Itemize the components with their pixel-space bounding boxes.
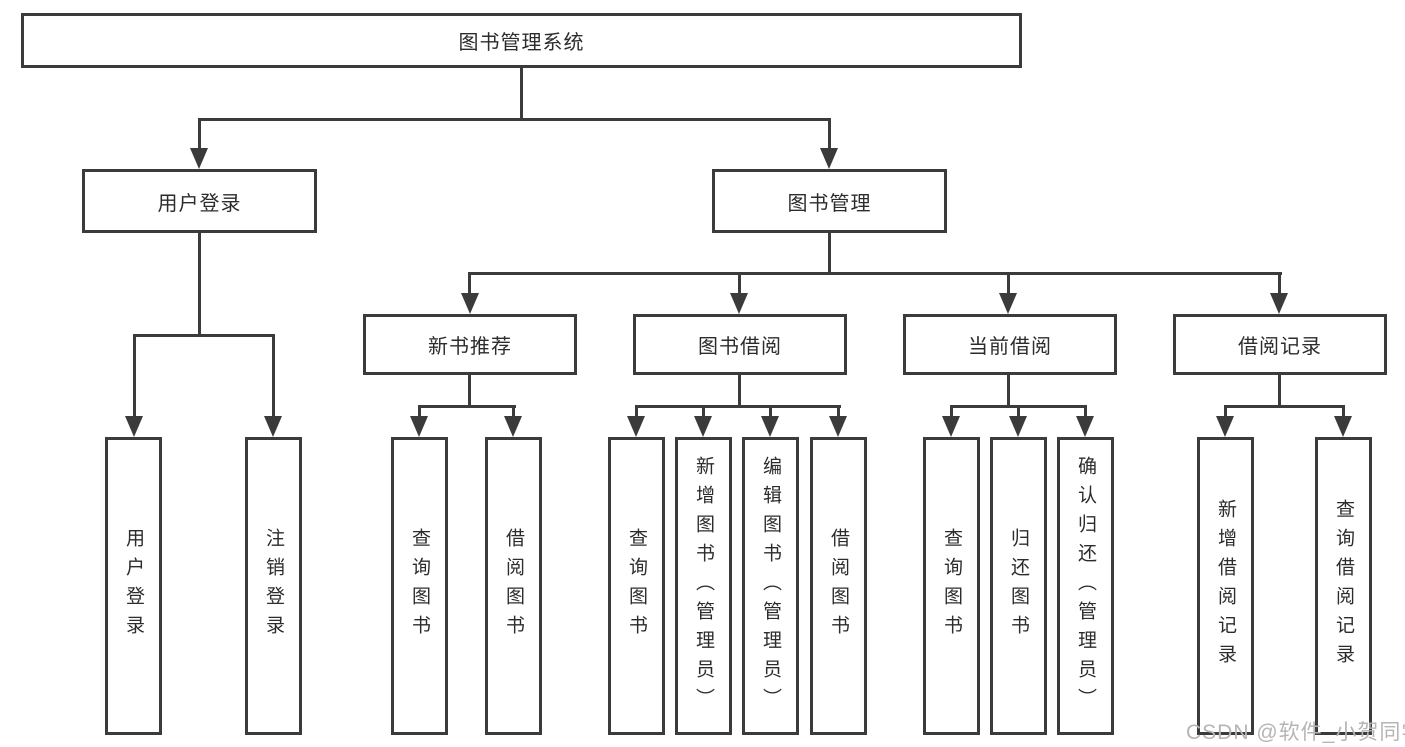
arrow-down-icon — [461, 293, 479, 314]
arrow-down-icon — [1216, 416, 1234, 437]
node-user-login: 用户登录 — [82, 169, 317, 233]
node-label: 编辑图书（管理员） — [760, 455, 781, 717]
leaf-query-books-current: 查询图书 — [923, 437, 980, 735]
leaf-borrow-book: 借阅图书 — [810, 437, 867, 735]
node-book-borrowing: 图书借阅 — [633, 314, 847, 375]
arrow-down-icon — [1076, 416, 1094, 437]
node-label: 新增借阅记录 — [1215, 499, 1236, 673]
connector-line — [1084, 405, 1087, 419]
node-label: 查询图书 — [626, 528, 647, 644]
node-label: 新书推荐 — [428, 336, 512, 358]
leaf-add-borrow-record: 新增借阅记录 — [1197, 437, 1254, 735]
leaf-edit-book-admin: 编辑图书（管理员） — [742, 437, 799, 735]
connector-line — [1278, 375, 1281, 408]
arrow-down-icon — [410, 416, 428, 437]
connector-line — [769, 405, 772, 419]
connector-line — [702, 405, 705, 419]
connector-line — [133, 334, 136, 418]
connector-line — [1278, 272, 1281, 295]
arrow-down-icon — [730, 293, 748, 314]
connector-line — [1007, 375, 1010, 408]
node-label: 图书借阅 — [698, 336, 782, 358]
arrow-down-icon — [761, 416, 779, 437]
node-library-management-system: 图书管理系统 — [21, 13, 1022, 68]
arrow-down-icon — [627, 416, 645, 437]
node-label: 用户登录 — [123, 528, 144, 644]
node-label: 借阅图书 — [828, 528, 849, 644]
connector-line — [520, 68, 523, 120]
arrow-down-icon — [504, 416, 522, 437]
connector-line — [198, 233, 201, 337]
leaf-logout: 注销登录 — [245, 437, 302, 735]
node-label: 图书管理系统 — [458, 32, 585, 54]
node-label: 新增图书（管理员） — [693, 455, 714, 717]
arrow-down-icon — [264, 416, 282, 437]
connector-line — [198, 118, 831, 121]
connector-line — [418, 405, 516, 408]
connector-line — [828, 233, 831, 275]
node-book-management: 图书管理 — [712, 169, 947, 233]
arrow-down-icon — [829, 416, 847, 437]
connector-line — [1224, 405, 1345, 408]
connector-line — [837, 405, 840, 419]
leaf-user-login: 用户登录 — [105, 437, 162, 735]
connector-line — [468, 272, 471, 295]
node-label: 查询图书 — [409, 528, 430, 644]
node-label: 注销登录 — [263, 528, 284, 644]
connector-line — [1342, 405, 1345, 419]
leaf-confirm-return-admin: 确认归还（管理员） — [1057, 437, 1114, 735]
watermark: CSDN @软件_小贺同学 — [1186, 721, 1405, 744]
node-label: 借阅记录 — [1238, 336, 1322, 358]
connector-line — [828, 118, 831, 150]
arrow-down-icon — [942, 416, 960, 437]
node-label: 借阅图书 — [503, 528, 524, 644]
connector-line — [950, 405, 953, 419]
arrow-down-icon — [694, 416, 712, 437]
node-label: 查询图书 — [941, 528, 962, 644]
arrow-down-icon — [1334, 416, 1352, 437]
leaf-query-books-borrowing: 查询图书 — [608, 437, 665, 735]
arrow-down-icon — [1270, 293, 1288, 314]
node-label: 查询借阅记录 — [1333, 499, 1354, 673]
arrow-down-icon — [1009, 416, 1027, 437]
connector-line — [468, 375, 471, 408]
connector-line — [512, 405, 515, 419]
node-current-borrowing: 当前借阅 — [903, 314, 1117, 375]
connector-line — [1007, 272, 1010, 295]
connector-line — [468, 272, 1282, 275]
connector-line — [272, 334, 275, 418]
arrow-down-icon — [125, 416, 143, 437]
arrow-down-icon — [190, 148, 208, 169]
node-label: 当前借阅 — [968, 336, 1052, 358]
connector-line — [738, 375, 741, 408]
leaf-query-books-recommend: 查询图书 — [391, 437, 448, 735]
node-label: 归还图书 — [1008, 528, 1029, 644]
connector-line — [418, 405, 421, 419]
node-label: 图书管理 — [787, 192, 872, 215]
connector-line — [738, 272, 741, 295]
connector-line — [1224, 405, 1227, 419]
connector-line — [198, 118, 201, 150]
node-label: 用户登录 — [157, 192, 242, 215]
node-label: 确认归还（管理员） — [1075, 455, 1096, 717]
leaf-add-book-admin: 新增图书（管理员） — [675, 437, 732, 735]
arrow-down-icon — [820, 148, 838, 169]
connector-line — [1017, 405, 1020, 419]
connector-line — [635, 405, 638, 419]
connector-line — [635, 405, 841, 408]
node-borrowing-records: 借阅记录 — [1173, 314, 1387, 375]
leaf-return-book: 归还图书 — [990, 437, 1047, 735]
connector-line — [133, 334, 275, 337]
arrow-down-icon — [999, 293, 1017, 314]
leaf-query-borrow-record: 查询借阅记录 — [1315, 437, 1372, 735]
node-new-book-recommendation: 新书推荐 — [363, 314, 577, 375]
leaf-borrow-books-recommend: 借阅图书 — [485, 437, 542, 735]
